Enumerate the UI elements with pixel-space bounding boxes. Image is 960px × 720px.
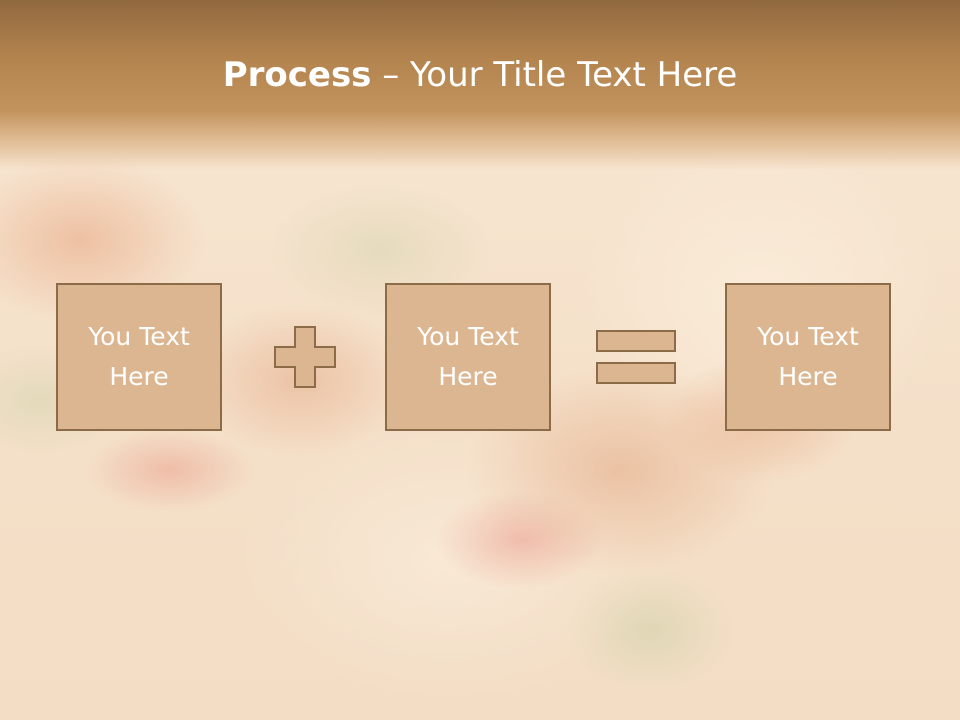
equals-icon — [596, 330, 676, 384]
process-box-2: You Text Here — [385, 283, 551, 431]
process-box-2-label: You Text Here — [417, 322, 519, 391]
header-band — [0, 0, 960, 170]
title-rest: – Your Title Text Here — [371, 55, 738, 95]
process-box-1-label: You Text Here — [88, 322, 190, 391]
plus-icon — [274, 326, 336, 388]
process-box-1: You Text Here — [56, 283, 222, 431]
slide-title: Process – Your Title Text Here — [0, 50, 960, 100]
title-bold: Process — [222, 55, 372, 95]
process-box-3-label: You Text Here — [757, 322, 859, 391]
process-box-3: You Text Here — [725, 283, 891, 431]
